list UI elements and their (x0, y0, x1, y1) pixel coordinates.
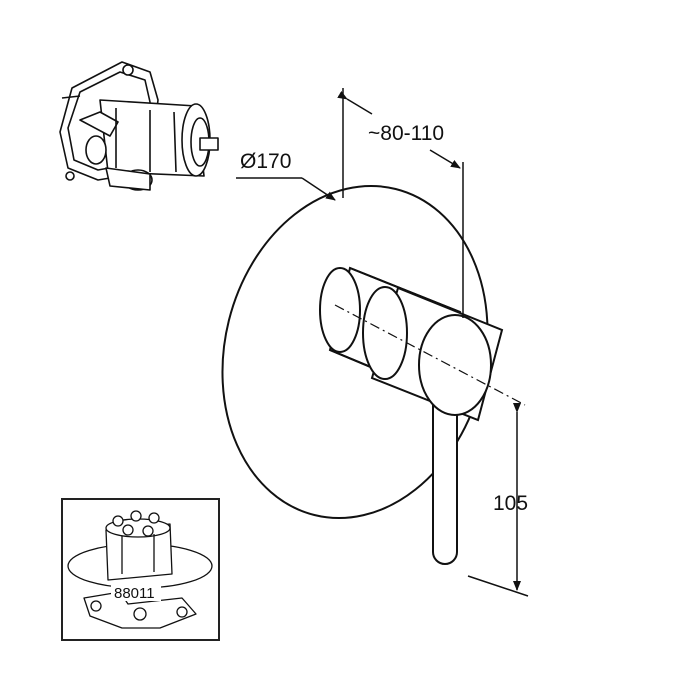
lever-length-dimension (467, 403, 529, 597)
rough-in-valve-illustration (59, 61, 219, 191)
diameter-label: Ø170 (240, 150, 291, 173)
lever-length-label: 105 (493, 492, 528, 515)
centerline (334, 304, 526, 406)
article-number-label: 88011 (114, 585, 155, 602)
projection-dimension (337, 88, 464, 318)
lever-stem (432, 404, 458, 565)
projection-label: ~80-110 (368, 122, 444, 145)
diameter-dimension (236, 177, 336, 201)
handle-end-face (418, 314, 492, 416)
handle-cylinder (319, 266, 504, 422)
